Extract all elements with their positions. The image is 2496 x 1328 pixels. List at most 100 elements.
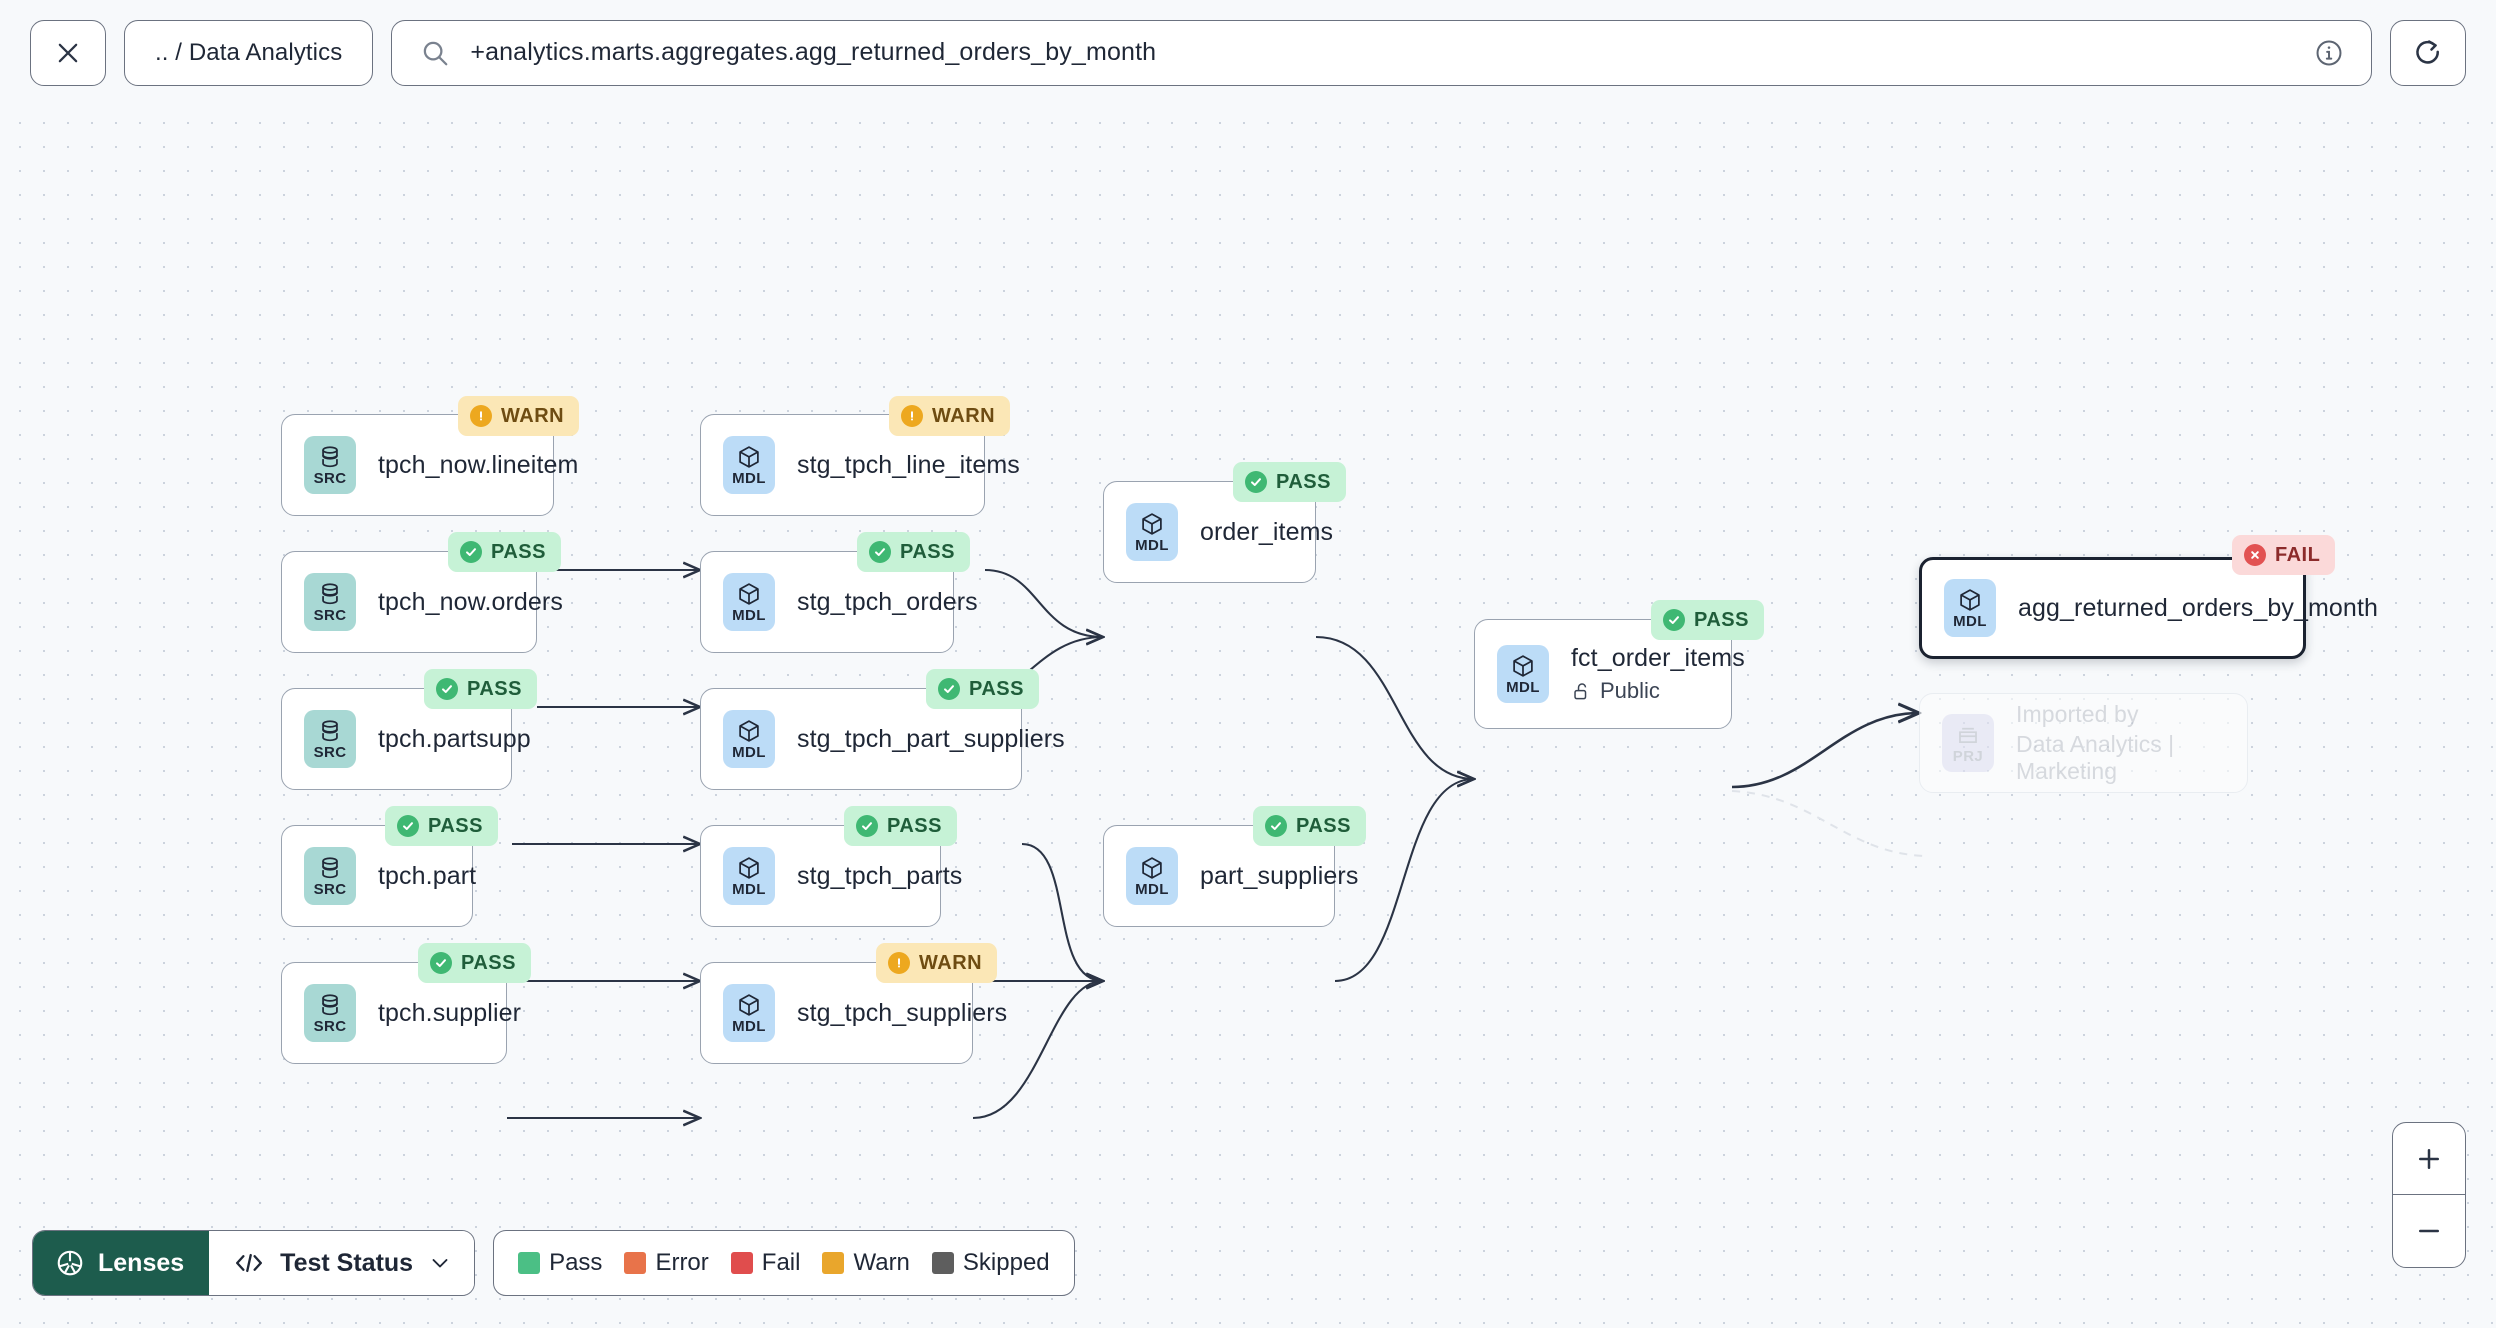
status-legend: Pass Error Fail Warn Skipped <box>493 1230 1075 1296</box>
check-icon <box>862 822 872 830</box>
status-icon <box>430 952 452 974</box>
status-icon <box>470 405 492 427</box>
legend-item-fail[interactable]: Fail <box>730 1249 801 1277</box>
node-title: stg_tpch_parts <box>797 861 963 890</box>
status-label: PASS <box>461 951 516 974</box>
legend-label: Skipped <box>962 1249 1050 1276</box>
status-badge-part_suppliers[interactable]: PASS <box>1253 806 1366 846</box>
edge-orderitems-fct <box>1315 635 1474 779</box>
node-type-badge-mdl: MDL <box>1126 847 1178 905</box>
status-icon <box>1663 609 1685 631</box>
legend-item-warn[interactable]: Warn <box>822 1249 910 1277</box>
minus-icon <box>2419 1229 2439 1233</box>
database-icon <box>322 583 338 605</box>
exclamation-icon <box>911 411 913 421</box>
code-icon <box>236 1253 263 1273</box>
status-icon <box>856 815 878 837</box>
status-badge-stg_tpch_line_items[interactable]: WARN <box>889 396 1011 436</box>
exclamation-icon <box>898 958 900 968</box>
lenses-button[interactable]: Lenses <box>33 1231 210 1295</box>
status-label: FAIL <box>2275 543 2321 566</box>
info-icon[interactable] <box>2313 37 2345 69</box>
refresh-button[interactable] <box>2390 19 2466 86</box>
test-status-dropdown[interactable]: Test Status <box>209 1231 475 1295</box>
close-button[interactable] <box>30 19 106 86</box>
check-icon <box>1251 478 1261 486</box>
check-icon <box>875 548 885 556</box>
node-type-badge-src: SRC <box>304 436 356 494</box>
status-badge-stg_tpch_suppliers[interactable]: WARN <box>876 943 998 983</box>
node-title: tpch.partsupp <box>378 724 531 753</box>
status-label: PASS <box>887 814 942 837</box>
close-icon <box>58 43 78 62</box>
status-label: PASS <box>491 540 546 563</box>
node-type-badge-src: SRC <box>304 847 356 905</box>
legend-swatch <box>624 1252 647 1274</box>
node-text: tpch.supplier <box>378 999 521 1028</box>
node-type-label: SRC <box>313 881 347 898</box>
node-text: tpch.part <box>378 862 476 891</box>
node-text: stg_tpch_line_items <box>797 451 1020 480</box>
status-icon <box>938 678 960 700</box>
cube-icon <box>739 446 759 468</box>
legend-item-error[interactable]: Error <box>624 1249 709 1277</box>
node-type-label: SRC <box>313 470 347 487</box>
zoom-in-button[interactable] <box>2393 1123 2465 1195</box>
legend-label: Fail <box>761 1249 801 1276</box>
status-icon <box>397 815 419 837</box>
status-badge-tpch_partsupp[interactable]: PASS <box>424 669 537 709</box>
node-type-label: MDL <box>732 881 766 898</box>
node-title: part_suppliers <box>1200 861 1359 890</box>
check-icon <box>442 685 452 693</box>
test-status-label: Test Status <box>280 1248 414 1277</box>
status-label: PASS <box>969 677 1024 700</box>
status-badge-order_items[interactable]: PASS <box>1233 462 1346 502</box>
node-type-label: SRC <box>313 607 347 624</box>
node-type-label: MDL <box>732 470 766 487</box>
status-badge-stg_tpch_orders[interactable]: PASS <box>857 532 970 572</box>
legend-item-pass[interactable]: Pass <box>518 1249 602 1277</box>
status-badge-tpch_now_orders[interactable]: PASS <box>448 532 561 572</box>
node-type-label: MDL <box>732 744 766 761</box>
status-badge-stg_tpch_parts[interactable]: PASS <box>844 806 957 846</box>
node-text: stg_tpch_orders <box>797 587 978 617</box>
node-type-badge-src: SRC <box>304 710 356 768</box>
database-icon <box>322 720 338 742</box>
legend-swatch <box>730 1252 753 1274</box>
legend-label: Warn <box>853 1249 910 1276</box>
node-type-label: MDL <box>732 607 766 624</box>
x-icon <box>2251 551 2259 559</box>
legend-swatch <box>518 1252 541 1274</box>
legend-swatch <box>931 1252 954 1274</box>
database-icon <box>322 994 338 1016</box>
lineage-edges <box>473 105 1926 1328</box>
status-badge-fct_order_items[interactable]: PASS <box>1651 600 1764 640</box>
zoom-out-button[interactable] <box>2393 1195 2465 1267</box>
status-badge-stg_tpch_part_suppliers[interactable]: PASS <box>926 669 1039 709</box>
project-icon <box>1959 727 1977 744</box>
node-title: fct_order_items <box>1571 644 1745 672</box>
legend-item-skipped[interactable]: Skipped <box>931 1249 1050 1277</box>
node-title: stg_tpch_orders <box>797 587 978 616</box>
status-badge-tpch_part[interactable]: PASS <box>385 806 498 846</box>
node-type-badge-mdl: MDL <box>1497 645 1549 703</box>
cube-icon <box>1513 655 1533 677</box>
legend-swatch <box>822 1252 845 1274</box>
status-badge-tpch_supplier[interactable]: PASS <box>418 943 531 983</box>
status-badge-tpch_now_lineitem[interactable]: WARN <box>458 396 580 436</box>
search-input[interactable]: +analytics.marts.aggregates.agg_returned… <box>391 19 2372 86</box>
lenses-label: Lenses <box>98 1248 185 1277</box>
node-subtitle: Public <box>1600 678 1660 703</box>
breadcrumb[interactable]: .. / Data Analytics <box>124 19 374 86</box>
status-icon <box>888 952 910 974</box>
bottom-toolbar: Lenses Test Status Pass Error Fail Warn Skip… <box>32 1230 1075 1296</box>
cube-icon <box>739 583 759 605</box>
status-badge-agg_returned_orders_by_month[interactable]: FAIL <box>2232 535 2336 575</box>
